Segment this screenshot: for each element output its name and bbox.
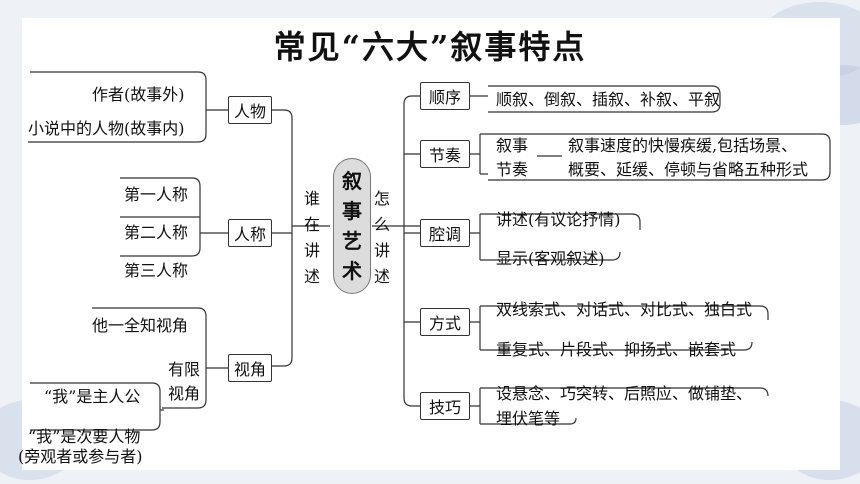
center-label: 叙事艺术 — [342, 169, 362, 283]
node-tone: 腔调 — [420, 219, 470, 247]
pronoun-item-third: 第三人称 — [124, 261, 189, 280]
person-item-author: 作者(故事外) — [92, 85, 185, 104]
mode-item-2: 重复式、片段式、抑扬式、嵌套式 — [496, 340, 737, 359]
rhythm-term-1: 叙事 — [496, 136, 529, 155]
rhythm-term-2: 节奏 — [496, 160, 529, 179]
bracket-person — [28, 71, 228, 143]
view-limited-secondary: “我”是次要人物 — [28, 427, 141, 446]
pronoun-item-second: 第二人称 — [124, 223, 189, 242]
trunk-left — [272, 109, 330, 367]
person-item-character: 小说中的人物(故事内) — [28, 119, 185, 138]
center-node: 叙事艺术 — [333, 158, 371, 294]
connector-how-narrates: 怎么讲述 — [373, 189, 390, 286]
node-rhythm: 节奏 — [420, 140, 470, 168]
node-pronoun: 人称 — [228, 219, 272, 247]
bracket-pronoun — [120, 177, 228, 257]
node-order: 顺序 — [420, 82, 470, 110]
order-item: 顺叙、倒叙、插叙、补叙、平叙 — [496, 90, 721, 109]
bracket-tone — [470, 213, 641, 261]
skill-line-1: 设悬念、巧突转、后照应、做铺垫、 — [496, 384, 753, 403]
node-person: 人物 — [228, 96, 272, 124]
bracket-mode — [470, 305, 769, 351]
order-frame — [488, 85, 721, 113]
tone-item-showing: 显示(客观叙述) — [496, 249, 605, 268]
node-skill: 技巧 — [420, 392, 470, 420]
view-limited-label: 有限视角 — [167, 360, 200, 403]
view-limited-note: (旁观者或参与者) — [18, 447, 143, 466]
view-item-omniscient: 他一全知视角 — [92, 316, 189, 335]
page-title: 常见“六大”叙事特点 — [273, 28, 587, 66]
rhythm-desc-1: 叙事速度的快慢疾缓,包括场景、 — [568, 136, 798, 155]
connector-who-narrates: 谁在讲述 — [303, 189, 320, 286]
bracket-view-limited — [30, 382, 164, 431]
mode-item-1: 双线索式、对话式、对比式、独白式 — [496, 300, 753, 319]
bracket-rhythm — [470, 133, 488, 175]
bracket-skill — [470, 387, 769, 425]
tone-item-telling: 讲述(有议论抒情) — [496, 210, 621, 229]
pronoun-item-first: 第一人称 — [124, 185, 189, 204]
view-limited-protagonist: “我”是主人公 — [44, 387, 141, 406]
trunk-right — [372, 95, 420, 407]
node-view: 视角 — [228, 354, 272, 382]
rhythm-desc-2: 概要、延缓、停顿与省略五种形式 — [568, 160, 809, 179]
rhythm-frame — [488, 133, 831, 181]
node-mode: 方式 — [420, 308, 470, 336]
bracket-view — [92, 307, 228, 409]
skill-line-2: 埋伏笔等 — [496, 409, 561, 428]
